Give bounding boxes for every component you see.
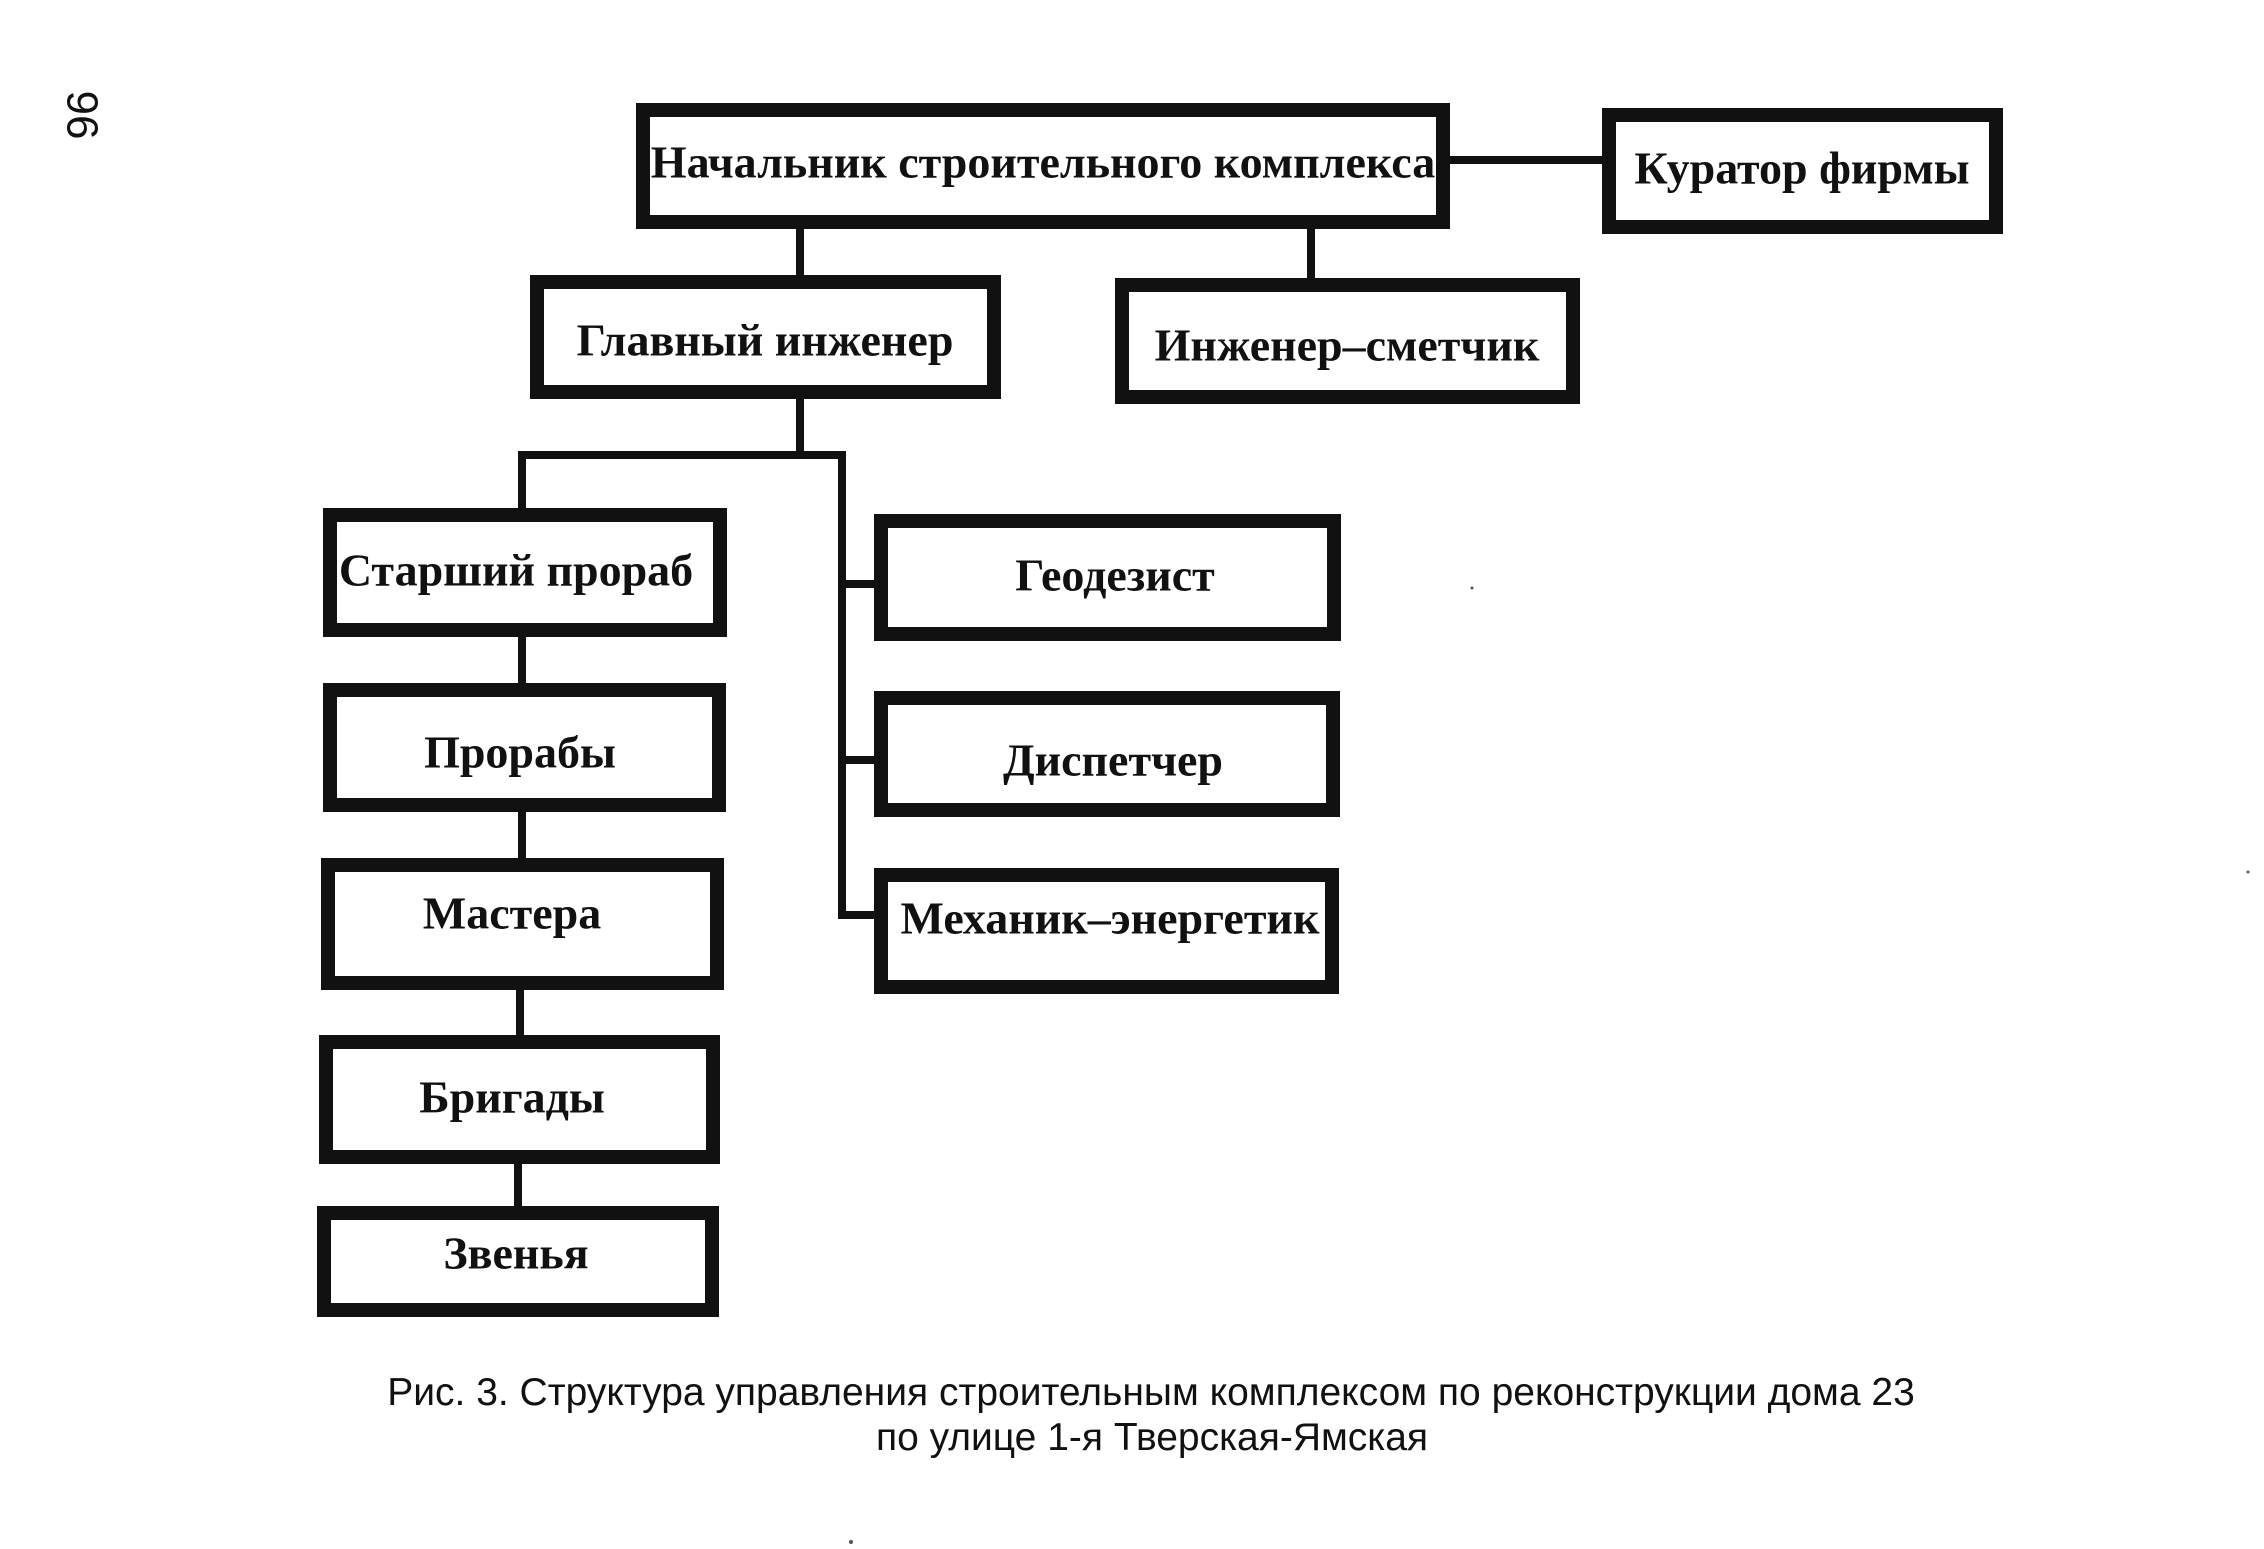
box-curator: Куратор фирмы xyxy=(1602,108,2003,234)
box-estimator-label: Инженер–сметчик xyxy=(1155,320,1540,371)
box-mechanic-label: Механик–энергетик xyxy=(901,893,1320,944)
box-curator-label: Куратор фирмы xyxy=(1634,143,1969,194)
box-head: Начальник строительного комплекса xyxy=(636,103,1450,229)
scan-speck xyxy=(1470,586,1474,590)
box-senior-foreman-label: Старший прораб xyxy=(339,545,693,596)
box-brigades-label: Бригады xyxy=(419,1072,605,1123)
box-masters-label: Мастера xyxy=(423,888,601,939)
figure-caption-line-1: Рис. 3. Структура управления строительны… xyxy=(387,1371,1915,1414)
box-chief-engineer: Главный инженер xyxy=(530,275,1001,399)
figure-caption-line-2: по улице 1-я Тверская-Ямская xyxy=(876,1416,1428,1459)
box-units: Звенья xyxy=(317,1206,719,1317)
box-chief-engineer-label: Главный инженер xyxy=(577,315,954,366)
box-masters: Мастера xyxy=(321,858,724,990)
box-mechanic: Механик–энергетик xyxy=(874,868,1339,994)
page-number: 96 xyxy=(58,91,107,140)
box-estimator: Инженер–сметчик xyxy=(1115,278,1580,404)
box-senior-foreman: Старший прораб xyxy=(323,508,727,637)
box-dispatcher: Диспетчер xyxy=(874,691,1340,817)
box-geodesist: Геодезист xyxy=(874,514,1341,641)
box-foremen-label: Прорабы xyxy=(424,727,616,778)
box-dispatcher-label: Диспетчер xyxy=(1003,735,1223,786)
box-geodesist-label: Геодезист xyxy=(1015,550,1215,601)
box-head-label: Начальник строительного комплекса xyxy=(651,137,1435,188)
box-foremen: Прорабы xyxy=(323,683,726,812)
box-units-label: Звенья xyxy=(443,1228,588,1279)
box-brigades: Бригады xyxy=(319,1035,720,1164)
scan-speck xyxy=(849,1540,853,1544)
connectors xyxy=(514,156,1613,1217)
scan-speck xyxy=(2246,870,2250,874)
